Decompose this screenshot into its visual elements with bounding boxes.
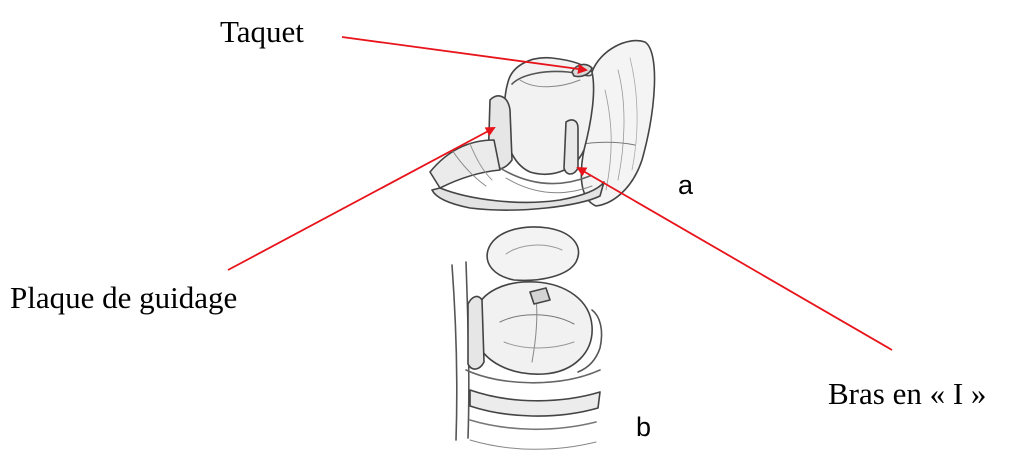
arrow-taquet bbox=[342, 37, 586, 70]
label-taquet: Taquet bbox=[220, 14, 304, 50]
arrow-bras-en-i bbox=[578, 168, 892, 350]
label-bras-en-i: Bras en « I » bbox=[828, 376, 986, 412]
figure-b-illustration bbox=[452, 227, 602, 449]
figure-label-b: b bbox=[636, 412, 651, 443]
figure-label-a: a bbox=[678, 170, 693, 201]
figure-a-illustration bbox=[430, 41, 655, 210]
label-plaque-de-guidage: Plaque de guidage bbox=[10, 280, 237, 316]
